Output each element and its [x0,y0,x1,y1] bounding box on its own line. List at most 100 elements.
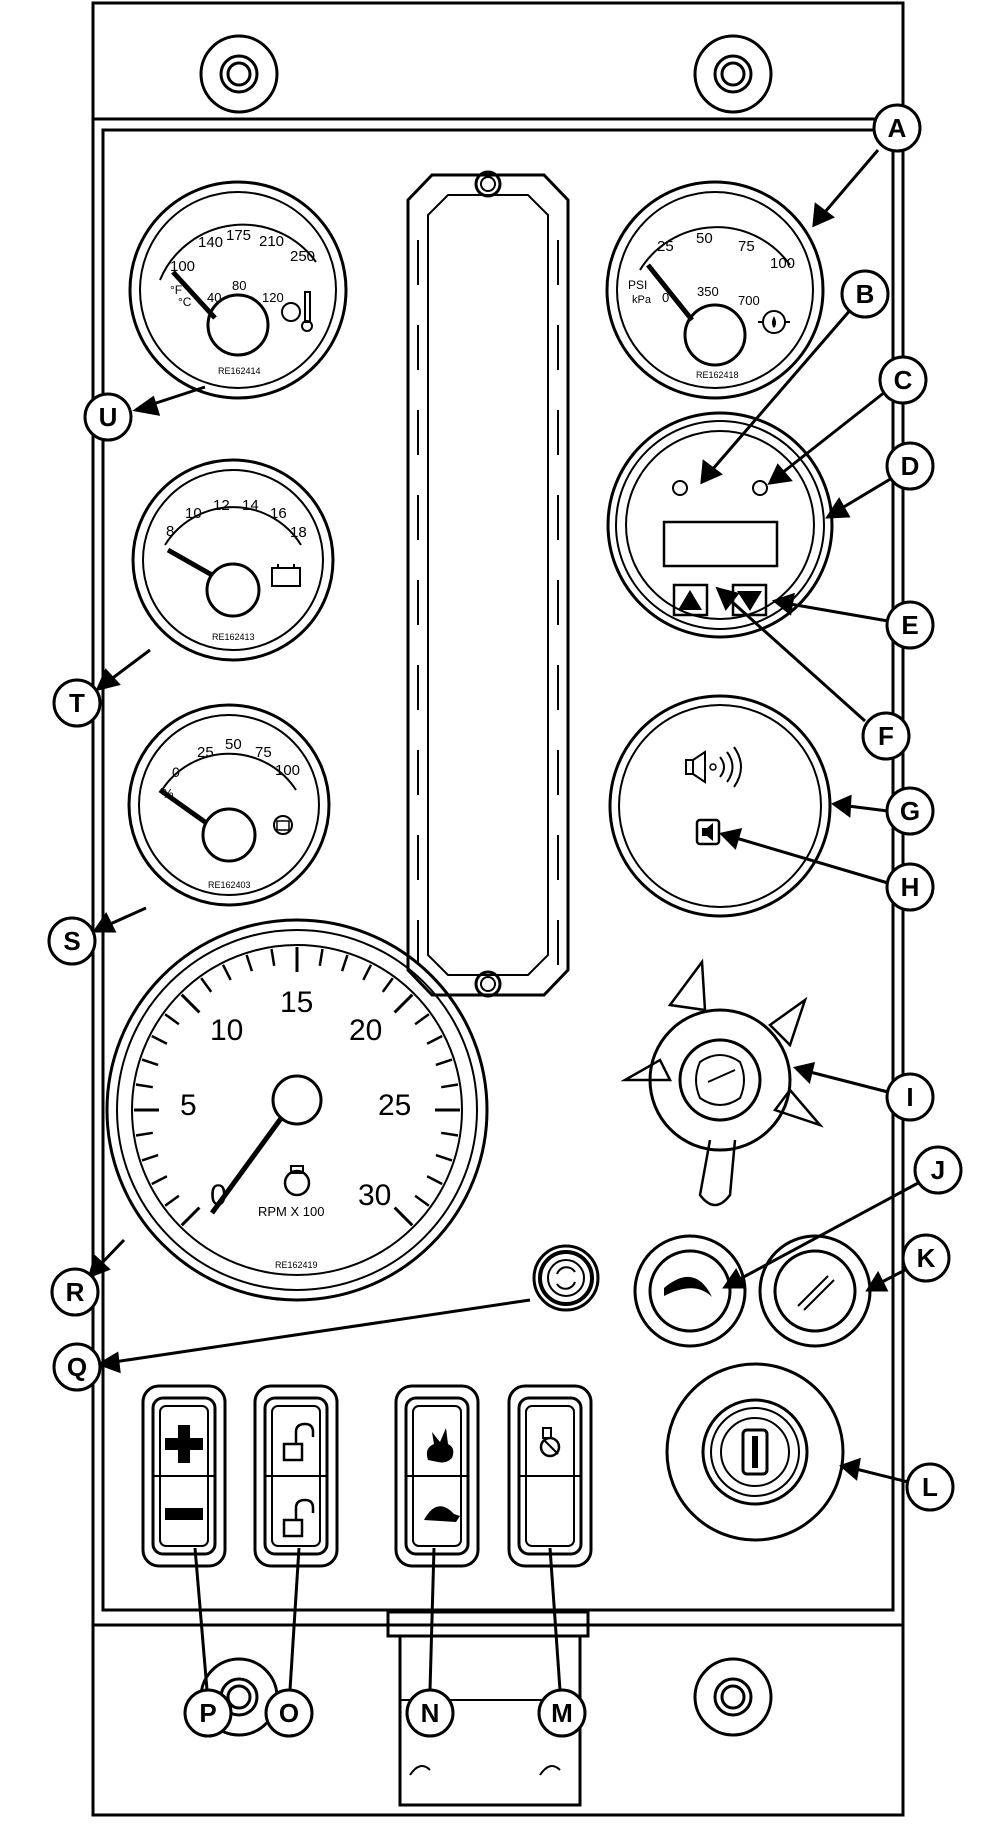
svg-text:K: K [917,1243,936,1273]
coolant-temperature-gauge: 100 140 175 210 250 °F °C 40 80 120 RE16… [128,180,348,400]
engine-oil-icon [283,1165,311,1197]
reset-button[interactable] [532,1244,600,1312]
tachometer-tick-marks [134,947,460,1227]
temp-tick-c80: 80 [232,278,246,293]
ignition-key-icon [741,1428,769,1476]
throttle-knob[interactable] [620,958,824,1207]
tachometer-tick [180,1206,201,1227]
svg-text:D: D [901,451,920,481]
callout-j: J [913,1145,963,1195]
tachometer-tick [200,977,213,993]
oil-tick-kpa-0: 0 [662,290,669,305]
minus-icon [165,1508,203,1520]
fuel-icon [273,815,293,835]
callout-g: G [885,786,935,836]
callout-t: T [52,678,102,728]
temp-unit-c: °C [178,295,192,309]
tachometer-tick [393,993,414,1014]
tacho-tick-5: 5 [180,1089,197,1122]
tacho-part-number: RE162419 [275,1260,318,1270]
tachometer-tick [151,1034,168,1045]
fast-rabbit-icon [426,1428,454,1463]
tachometer-tick [441,1131,459,1137]
oil-pressure-gauge: 25 50 75 100 PSI kPa 0 350 700 RE162418 [605,180,825,400]
oil-tick-75: 75 [738,238,755,255]
rocker-switch-speed[interactable] [394,1384,480,1568]
engine-icon [539,1427,561,1458]
coolant-temp-icon [281,291,313,332]
fuel-tick-25: 25 [197,744,214,761]
callout-l: L [905,1462,955,1512]
temp-tick-c40: 40 [207,290,221,305]
alarm-silence-button[interactable] [695,818,721,846]
tachometer-tick [245,954,254,972]
callout-n: N [405,1688,455,1738]
arrow-up-button[interactable] [672,583,709,617]
tachometer-tick [141,1058,159,1067]
fuel-level-gauge: 0 25 50 75 100 % RE162403 [127,703,331,907]
svg-text:R: R [66,1277,85,1307]
wiper-button[interactable] [633,1234,747,1348]
tachometer-tick [340,954,349,972]
volt-part-number: RE162413 [212,632,255,642]
svg-text:A: A [888,113,907,143]
fuel-tick-100: 100 [275,762,300,779]
tachometer-tick [435,1153,453,1162]
digital-display-module [606,411,834,639]
lcd-display [662,520,779,568]
ignition-key-switch[interactable] [665,1362,845,1542]
volt-tick-16: 16 [270,505,287,522]
svg-text:U: U [99,402,118,432]
callout-d: D [885,441,935,491]
rocker-switch-lock[interactable] [253,1384,339,1568]
tachometer-tick [270,948,276,966]
volt-tick-18: 18 [290,524,307,541]
temp-tick-140: 140 [198,234,223,251]
oil-tick-50: 50 [696,230,713,247]
svg-text:G: G [900,796,920,826]
temp-tick-100: 100 [170,258,195,275]
callout-s: S [47,916,97,966]
oil-pressure-icon [758,310,790,334]
oil-unit-kpa: kPa [632,294,652,306]
tachometer-tick [135,1131,153,1137]
tachometer-tick [393,1206,414,1227]
tachometer-tick [180,993,201,1014]
tachometer-tick [164,1013,180,1026]
tachometer-tick [135,1083,153,1089]
callout-r: R [50,1267,100,1317]
oil-tick-100: 100 [770,255,795,272]
tachometer-tick [414,1013,430,1026]
svg-text:J: J [931,1155,945,1185]
tachometer-tick [414,1194,430,1207]
rocker-switch-plus-minus[interactable] [141,1384,227,1568]
callout-a: A [872,103,922,153]
callout-f: F [861,711,911,761]
indicator-light-left [672,480,688,496]
tachometer-tick [221,964,232,981]
svg-text:I: I [906,1082,913,1112]
temp-tick-c120: 120 [262,290,284,305]
oil-unit-psi: PSI [628,278,647,292]
tachometer-tick [141,1153,159,1162]
svg-text:B: B [856,279,875,309]
tachometer-tick [426,1034,443,1045]
plus-icon [165,1425,203,1463]
svg-text:H: H [901,872,920,902]
tacho-tick-15: 15 [280,986,313,1019]
tachometer-gauge: 0 5 10 15 20 25 30 RPM X 100 RE162419 [105,918,489,1302]
callout-o: O [264,1688,314,1738]
callout-p: P [183,1688,233,1738]
callout-b: B [840,269,890,319]
oil-tick-25: 25 [657,238,674,255]
tacho-tick-30: 30 [358,1179,391,1212]
oil-tick-kpa-700: 700 [738,293,760,308]
oil-part-number: RE162418 [696,370,739,380]
callout-h: H [885,862,935,912]
tacho-tick-10: 10 [210,1014,243,1047]
volt-tick-8: 8 [166,523,174,540]
svg-text:C: C [894,365,913,395]
battery-icon [271,564,301,587]
svg-text:S: S [63,926,80,956]
